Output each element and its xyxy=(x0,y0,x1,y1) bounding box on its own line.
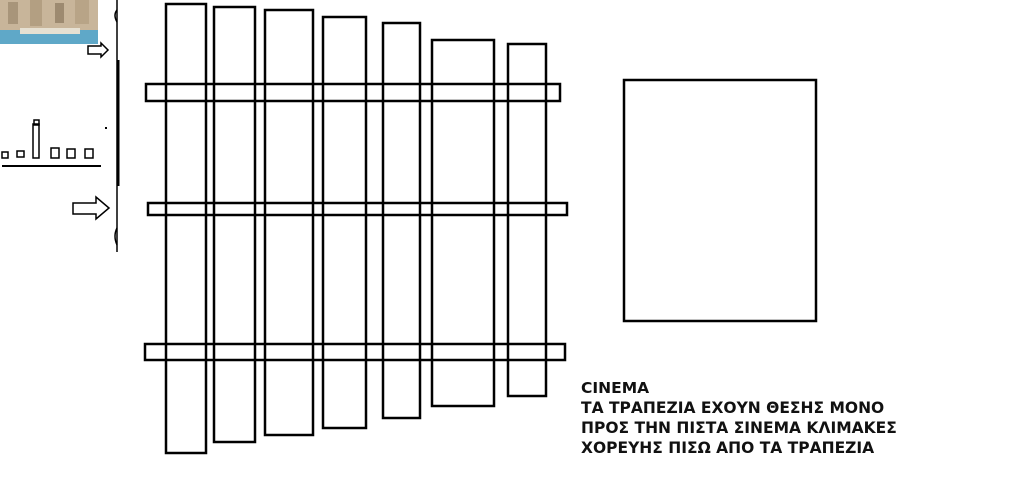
table-vertical-7 xyxy=(506,42,548,398)
table-vertical-6 xyxy=(430,38,496,408)
vertical-tables xyxy=(164,2,548,455)
caption-block: CINEMA ΤΑ ΤΡΑΠΕΖΙΑ ΕΧΟΥΝ ΘΕΣΗΣ ΜΟΝΟ ΠΡΟΣ… xyxy=(581,378,897,458)
table-vertical-2 xyxy=(212,5,257,444)
horizontal-tables xyxy=(143,82,569,362)
table-horizontal-2 xyxy=(146,201,569,217)
arrow-right-icon xyxy=(87,41,110,59)
table-vertical-5 xyxy=(381,21,422,420)
caption-heading: CINEMA xyxy=(581,379,650,397)
arrow-right-icon xyxy=(72,195,111,221)
photo-thumbnail xyxy=(0,0,98,44)
table-horizontal-3 xyxy=(143,342,567,362)
caption-line-3: ΧΟΡΕΥΗΣ ΠΙΣΩ ΑΠΟ ΤΑ ΤΡΑΠΕΖΙΑ xyxy=(581,439,875,457)
caption-line-1: ΤΑ ΤΡΑΠΕΖΙΑ ΕΧΟΥΝ ΘΕΣΗΣ ΜΟΝΟ xyxy=(581,399,885,417)
table-vertical-4 xyxy=(321,15,368,430)
dot-marker xyxy=(105,127,107,129)
table-vertical-3 xyxy=(263,8,315,437)
cinema-screen-area xyxy=(622,78,818,323)
caption-line-2: ΠΡΟΣ ΤΗΝ ΠΙΣΤΑ ΣΙΝΕΜΑ ΚΛΙΜΑΚΕΣ xyxy=(581,419,897,437)
mini-seating-sketch xyxy=(1,119,101,167)
table-horizontal-1 xyxy=(144,82,562,103)
table-vertical-1 xyxy=(164,2,208,455)
